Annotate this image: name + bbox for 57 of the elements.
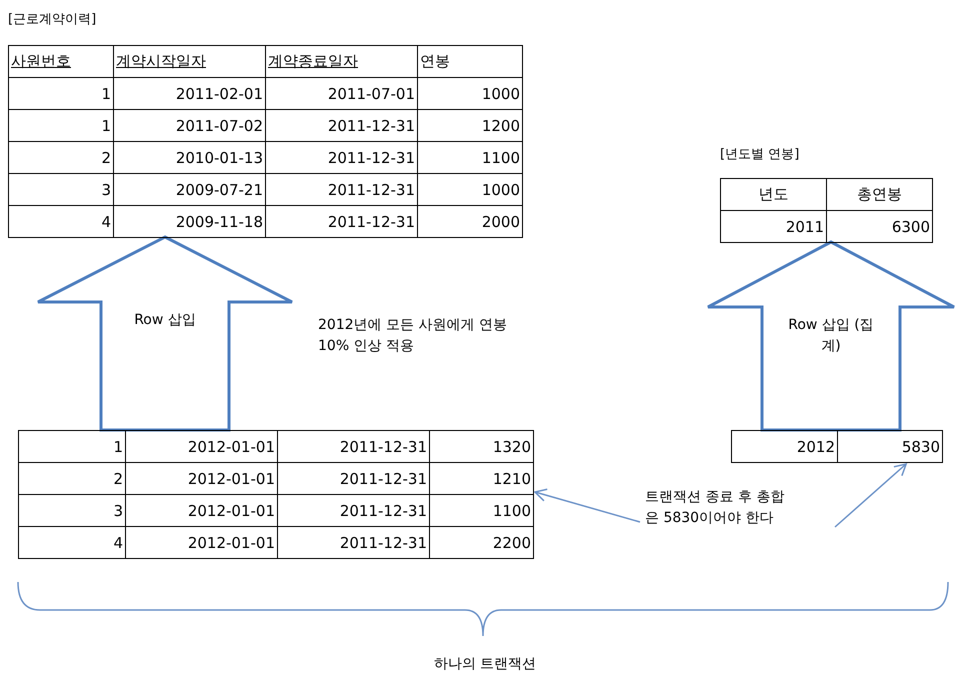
table-cell: 6300 xyxy=(826,210,932,242)
block-arrow xyxy=(36,235,294,432)
table-cell: 2 xyxy=(8,142,114,174)
arrow xyxy=(834,463,907,528)
table-cell: 2012-01-01 xyxy=(126,430,278,462)
table-cell: 2012-01-01 xyxy=(126,526,278,558)
table-cell: 1100 xyxy=(430,494,534,526)
column-header: 계약종료일자 xyxy=(266,46,418,78)
table-cell: 2009-11-18 xyxy=(114,206,266,238)
table-cell: 1320 xyxy=(430,430,534,462)
table-cell: 1 xyxy=(8,78,114,110)
table-cell: 2011 xyxy=(720,210,826,242)
table-cell: 3 xyxy=(18,494,126,526)
table-cell: 1 xyxy=(18,430,126,462)
arrow-label: Row 삽입 (집계) xyxy=(787,316,875,356)
note-text: 트랜잭션 종료 후 총합은 5830이어야 한다 xyxy=(645,488,786,528)
table-cell: 2011-12-31 xyxy=(266,110,418,142)
table-cell: 1200 xyxy=(418,110,522,142)
table-cell: 2011-12-31 xyxy=(266,206,418,238)
arrow xyxy=(534,488,640,523)
column-header: 년도 xyxy=(720,178,826,210)
table-cell: 2011-12-31 xyxy=(266,142,418,174)
table-cell: 3 xyxy=(8,174,114,206)
table-title: [년도별 연봉] xyxy=(720,146,800,163)
block-arrow xyxy=(706,240,955,432)
arrow-label: Row 삽입 xyxy=(133,311,197,330)
table-cell: 2012-01-01 xyxy=(126,494,278,526)
column-header: 계약시작일자 xyxy=(114,46,266,78)
note-text: 2012년에 모든 사원에게 연봉 10% 인상 적용 xyxy=(318,316,508,356)
column-header: 연봉 xyxy=(418,46,522,78)
table-title: [근로계약이력] xyxy=(8,11,96,28)
table-cell: 2011-12-31 xyxy=(278,526,430,558)
table-cell: 2011-12-31 xyxy=(278,430,430,462)
table-cell: 1000 xyxy=(418,174,522,206)
table-cell: 4 xyxy=(18,526,126,558)
table-cell: 2012 xyxy=(732,430,838,462)
table-cell: 1210 xyxy=(430,462,534,494)
note-text: 하나의 트랜잭션 xyxy=(432,655,538,674)
table-cell: 1 xyxy=(8,110,114,142)
table-cell: 2010-01-13 xyxy=(114,142,266,174)
table-cell: 2200 xyxy=(430,526,534,558)
table-cell: 2011-12-31 xyxy=(278,462,430,494)
table-cell: 2 xyxy=(18,462,126,494)
table-cell: 2011-07-01 xyxy=(266,78,418,110)
table-cell: 2011-07-02 xyxy=(114,110,266,142)
table-cell: 1100 xyxy=(418,142,522,174)
table-cell: 2011-12-31 xyxy=(266,174,418,206)
table-cell: 2000 xyxy=(418,206,522,238)
table-cell: 2011-12-31 xyxy=(278,494,430,526)
table-cell: 5830 xyxy=(838,430,942,462)
column-header: 총연봉 xyxy=(826,178,932,210)
column-header: 사원번호 xyxy=(8,46,114,78)
table-cell: 2012-01-01 xyxy=(126,462,278,494)
table-cell: 2011-02-01 xyxy=(114,78,266,110)
table-cell: 2009-07-21 xyxy=(114,174,266,206)
table-cell: 4 xyxy=(8,206,114,238)
table-cell: 1000 xyxy=(418,78,522,110)
